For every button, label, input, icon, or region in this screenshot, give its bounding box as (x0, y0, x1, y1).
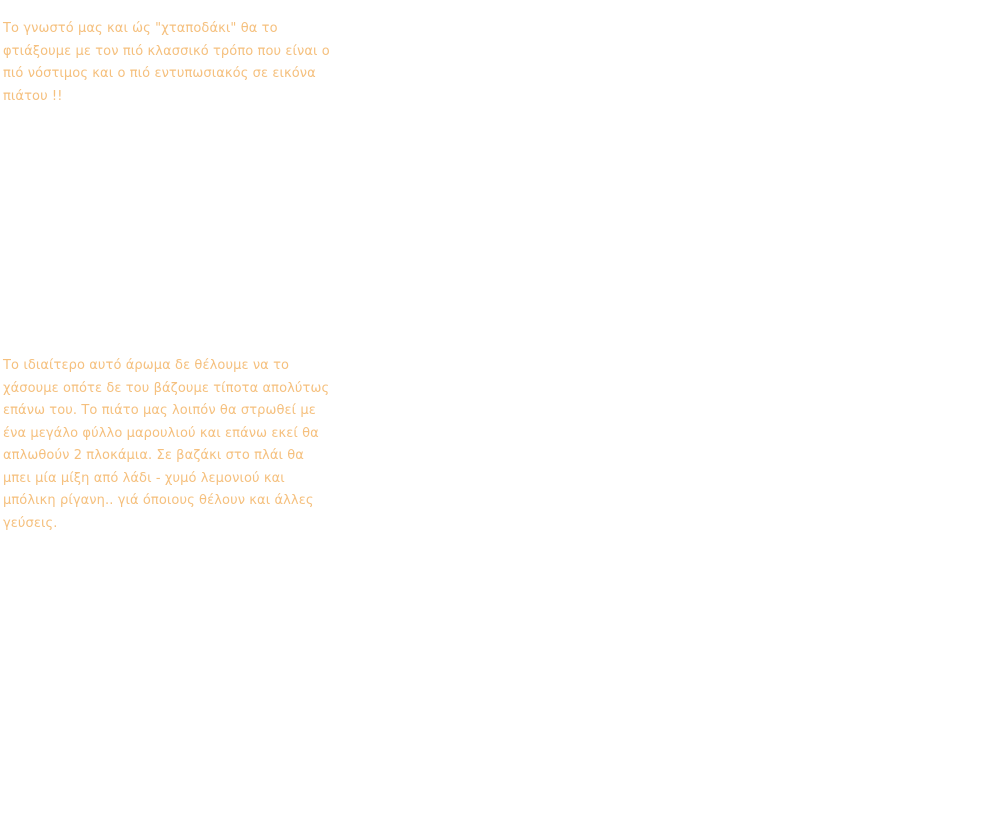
intro-paragraph: Το γνωστό μας και ώς "χταποδάκι" θα το φ… (3, 18, 330, 108)
text-line: πιό νόστιμος και ο πιό εντυπωσιακός σε ε… (3, 66, 316, 81)
text-line: πιάτου !! (3, 88, 63, 104)
text-line: μπει μία μίξη από λάδι - χυμό λεμονιού κ… (3, 470, 285, 486)
text-line: ένα μεγάλο φύλλο μαρουλιού και επάνω εκε… (3, 425, 319, 441)
text-line: μπόλικη ρίγανη.. γιά όποιους θέλουν και … (3, 493, 314, 508)
text-line: φτιάξουμε με τον πιό κλασσικό τρόπο που … (3, 43, 330, 59)
text-line: Το ιδιαίτερο αυτό άρωμα δε θέλουμε να το (3, 358, 290, 373)
text-line: γεύσεις. (3, 515, 58, 531)
text-line: επάνω του. Το πιάτο μας λοιπόν θα στρωθε… (3, 403, 316, 418)
text-line: Το γνωστό μας και ώς "χταποδάκι" θα το (3, 21, 278, 36)
text-line: χάσουμε οπότε δε του βάζουμε τίποτα απολ… (3, 380, 330, 396)
text-line: απλωθούν 2 πλοκάμια. Σε βαζάκι στο πλάι … (3, 448, 304, 463)
serving-paragraph: Το ιδιαίτερο αυτό άρωμα δε θέλουμε να το… (3, 355, 330, 535)
